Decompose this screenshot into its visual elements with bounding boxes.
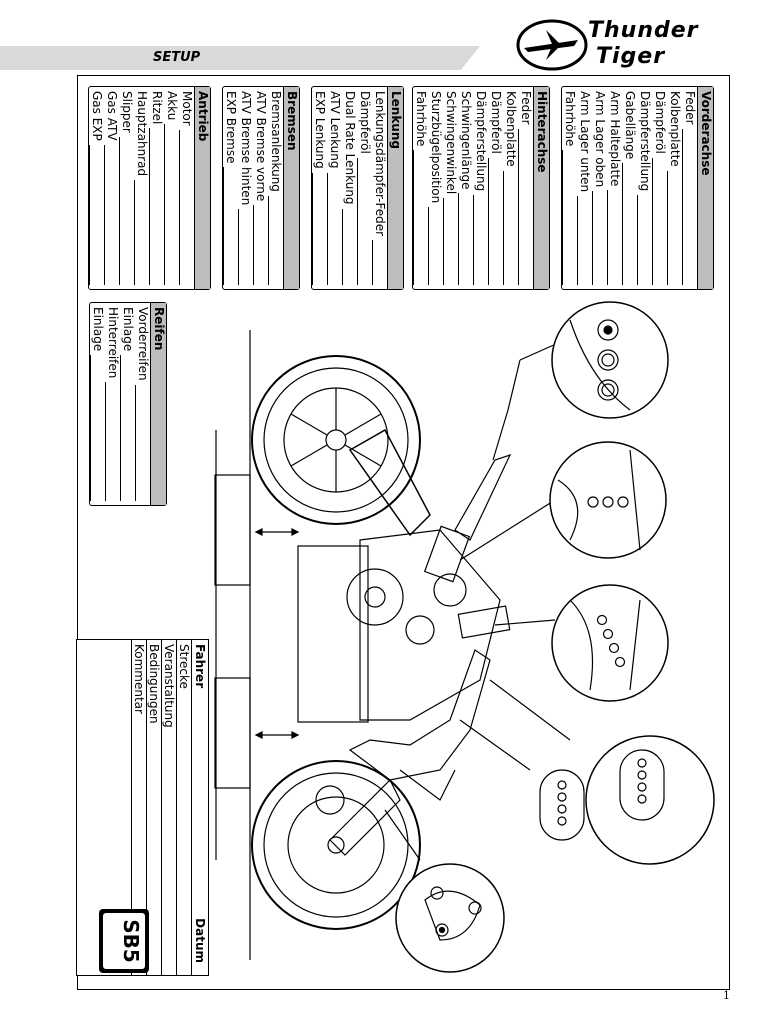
form-row[interactable]: ATV Lenkung — [327, 87, 342, 289]
form-row[interactable]: Motor — [179, 87, 194, 289]
page-title: SETUP — [153, 50, 201, 65]
header-bar — [0, 46, 480, 70]
callout-front-shock-mount — [551, 301, 669, 419]
sb5-badge: SB5 — [98, 908, 150, 978]
form-row[interactable]: Fahrhöhe — [413, 87, 428, 289]
form-row[interactable]: Dämpferöl — [357, 87, 372, 289]
motorcycle-diagram — [214, 301, 715, 973]
section-hinterachse: Hinterachse Feder Kolbenplatte Dämpferöl… — [412, 86, 550, 290]
logo-line2: Tiger — [596, 44, 666, 69]
logo-line1: Thunder — [588, 18, 699, 43]
form-row[interactable]: Einlage — [90, 303, 105, 505]
form-row[interactable]: EXP Bremse — [223, 87, 238, 289]
section-reifen: Reifen Vorderreifen Einlage Hinterreifen… — [89, 302, 167, 506]
form-row[interactable]: Hauptzahnrad — [134, 87, 149, 289]
section-title: Hinterachse — [533, 87, 549, 289]
form-row[interactable]: Sturzbügelposition — [428, 87, 443, 289]
brand-logo: Thunder Tiger — [516, 16, 732, 74]
callout-rear-plate — [551, 584, 669, 702]
form-row[interactable]: Ritzel — [149, 87, 164, 289]
form-row[interactable]: Schwingenwinkel — [443, 87, 458, 289]
section-vorderachse: Vorderachse Feder Kolbenplatte Dämpferöl… — [561, 86, 714, 290]
form-row[interactable]: Dämpferöl — [652, 87, 667, 289]
form-row[interactable]: Arm Lager unten — [577, 87, 592, 289]
form-row[interactable]: Feder — [518, 87, 533, 289]
front-wheel-icon — [251, 355, 421, 525]
page-number: 1 — [723, 989, 730, 1002]
callout-rear-hub — [395, 863, 505, 973]
form-row[interactable]: Dämpferstellung — [637, 87, 652, 289]
form-row[interactable]: Vorderreifen — [135, 303, 150, 505]
form-row[interactable]: Einlage — [120, 303, 135, 505]
form-row[interactable]: Akku — [164, 87, 179, 289]
setup-sheet-frame — [77, 75, 730, 990]
form-row[interactable]: Arm Lager oben — [592, 87, 607, 289]
form-row[interactable]: Arm Halteplatte — [607, 87, 622, 289]
section-title: Antrieb — [194, 87, 210, 289]
form-row[interactable]: ATV Bremse vorne — [253, 87, 268, 289]
form-row[interactable]: Schwingenlänge — [458, 87, 473, 289]
logo-emblem-icon — [516, 19, 588, 71]
section-title: Reifen — [150, 303, 166, 505]
section-title: Lenkung — [387, 87, 403, 289]
form-row[interactable]: Fahrhöhe — [562, 87, 577, 289]
form-row[interactable]: Kolbenplatte — [503, 87, 518, 289]
form-row[interactable]: Kolbenplatte — [667, 87, 682, 289]
form-row[interactable]: Dual Rate Lenkung — [342, 87, 357, 289]
form-row[interactable]: Dämpferstellung — [473, 87, 488, 289]
form-row[interactable]: Veranstaltung — [161, 640, 176, 975]
date-label: Datum — [193, 918, 207, 963]
section-antrieb: Antrieb Motor Akku Ritzel Hauptzahnrad S… — [88, 86, 211, 290]
form-row[interactable]: Gas EXP — [89, 87, 104, 289]
measure-box-front — [214, 474, 251, 586]
form-row[interactable]: Gabellänge — [622, 87, 637, 289]
section-bremsen: Bremsen Bremsanlenkung ATV Bremse vorne … — [222, 86, 300, 290]
section-title: Vorderachse — [697, 87, 713, 289]
form-row[interactable]: Hinterreifen — [105, 303, 120, 505]
callout-front-upper-plate — [549, 441, 667, 559]
section-lenkung: Lenkung Lenkungsdämpfer-Feder Dämpferöl … — [311, 86, 404, 290]
badge-text: SB5 — [119, 919, 143, 963]
form-row[interactable]: Bremsanlenkung — [268, 87, 283, 289]
form-row[interactable]: Feder — [682, 87, 697, 289]
form-row[interactable]: Gas ATV — [104, 87, 119, 289]
form-row[interactable]: EXP Lenkung — [312, 87, 327, 289]
rear-wheel-icon — [251, 760, 421, 930]
form-row[interactable]: Slipper — [119, 87, 134, 289]
measure-box-rear — [214, 677, 251, 789]
section-title: Bremsen — [283, 87, 299, 289]
form-row[interactable]: Lenkungsdämpfer-Feder — [372, 87, 387, 289]
form-row[interactable]: Strecke — [176, 640, 191, 975]
form-row[interactable]: ATV Bremse hinten — [238, 87, 253, 289]
driver-label: Fahrer — [193, 644, 207, 689]
form-row[interactable]: Dämpferöl — [488, 87, 503, 289]
callout-swingarm-holes — [585, 735, 715, 865]
